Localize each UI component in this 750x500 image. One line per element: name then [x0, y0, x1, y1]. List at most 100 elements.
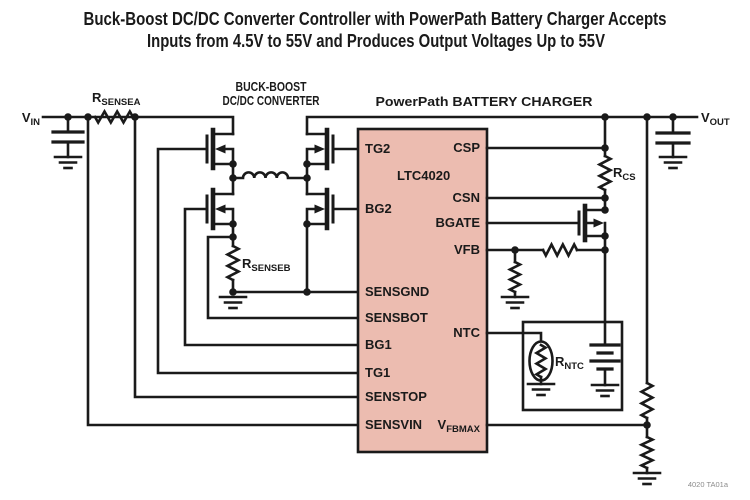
mosfet-c [305, 127, 335, 171]
bg1-wire [183, 207, 360, 347]
rcs-resistor [596, 154, 614, 192]
junction-dot [84, 113, 92, 121]
vfb-series-resistor [541, 241, 579, 259]
junction-dot [601, 206, 609, 214]
mosfet-d [305, 187, 335, 231]
junction-dot [229, 160, 237, 168]
pin-label-sensgnd: SENSGND [365, 284, 429, 299]
ground-symbols [53, 155, 688, 486]
rsensea-label: RSENSEA [92, 90, 141, 108]
tg1-wire [156, 147, 360, 375]
rsenseb-label: RSENSEB [242, 256, 291, 274]
left-routing [86, 115, 360, 427]
mosfet-d-body-arrow [314, 204, 325, 214]
converter-section-label-line2: DC/DC CONVERTER [223, 93, 320, 108]
pin-label-csp: CSP [453, 140, 480, 155]
mosfet-b [205, 187, 235, 231]
ground-symbol [632, 471, 662, 486]
vout-rail-wire [305, 115, 699, 136]
input-stage: RSENSEA VIN [22, 90, 235, 159]
pin-label-vfbmax: VFBMAX [438, 417, 481, 435]
junction-dot [643, 421, 651, 429]
junction-dot [303, 220, 311, 228]
junction-dots [64, 113, 677, 429]
ground-symbol [590, 383, 620, 398]
title-line-1: Buck-Boost DC/DC Converter Controller wi… [84, 8, 667, 29]
junction-dot [643, 113, 651, 121]
pin-label-senstop: SENSTOP [365, 389, 427, 404]
junction-dot [669, 113, 677, 121]
title-line-2: Inputs from 4.5V to 55V and Produces Out… [147, 30, 606, 51]
mosfet-e-stubs [583, 208, 607, 238]
inductor [231, 171, 309, 180]
pin-label-bg1: BG1 [365, 337, 392, 352]
vfb-divider-resistor [507, 260, 523, 294]
pin-label-bgate: BGATE [435, 215, 480, 230]
pin-label-vfb: VFB [454, 242, 480, 257]
rsensea-resistor [93, 108, 135, 126]
output-capacitor [655, 115, 691, 159]
converter-section-label-line1: BUCK-BOOST [236, 79, 307, 94]
ground-symbol [658, 155, 688, 170]
junction-dot [601, 246, 609, 254]
title-block: Buck-Boost DC/DC Converter Controller wi… [84, 8, 667, 51]
pin-label-ntc: NTC [453, 325, 480, 340]
junction-dot [303, 288, 311, 296]
charger-section-label: PowerPath BATTERY CHARGER [376, 94, 594, 109]
mosfet-b-body-arrow [215, 204, 226, 214]
battery-pack-box [521, 320, 624, 412]
mosfet-e [577, 203, 607, 243]
ntc-wire [485, 331, 543, 343]
chip-left-pin-labels: TG2 BG2 SENSGND SENSBOT BG1 TG1 SENSTOP … [365, 141, 429, 432]
chip-right-pin-labels: CSP CSN BGATE VFB NTC VFBMAX [435, 140, 480, 435]
pin-label-sensbot: SENSBOT [365, 310, 428, 325]
rcs-label: RCS [613, 165, 636, 183]
sensbot-wire [206, 235, 360, 320]
junction-dot [601, 113, 609, 121]
ground-symbol [500, 295, 530, 310]
buck-boost-bridge: RSENSEB [205, 115, 699, 294]
vin-label: VIN [22, 110, 40, 128]
junction-dot [131, 113, 139, 121]
ground-symbol [218, 295, 248, 310]
pin-label-csn: CSN [453, 190, 480, 205]
pin-label-tg1: TG1 [365, 365, 390, 380]
ground-symbol [53, 155, 83, 170]
junction-dot [511, 246, 519, 254]
junction-dot [229, 174, 237, 182]
output-divider-bottom-resistor [638, 435, 656, 470]
figure-note: 4020 TA01a [688, 480, 729, 489]
ntc-thermistor [528, 340, 554, 386]
thermistor-element [533, 343, 549, 379]
chip-body [356, 127, 489, 454]
output-divider-top-resistor [638, 381, 656, 420]
pin-label-bg2: BG2 [365, 201, 392, 216]
battery-symbol [589, 343, 621, 387]
mosfet-c-body-arrow [314, 144, 325, 154]
junction-dot [229, 220, 237, 228]
input-capacitor [51, 115, 85, 159]
mosfet-a [205, 127, 235, 171]
ground-symbol [526, 382, 556, 397]
junction-dot [229, 288, 237, 296]
senstop-wire [133, 115, 360, 399]
junction-dot [64, 113, 72, 121]
chip-name: LTC4020 [397, 168, 450, 183]
vout-label: VOUT [701, 110, 730, 128]
pin-label-tg2: TG2 [365, 141, 390, 156]
section-labels: BUCK-BOOST DC/DC CONVERTER PowerPath BAT… [223, 79, 594, 109]
junction-dot [229, 233, 237, 241]
rsenseb-resistor [224, 244, 242, 282]
junction-dot [601, 194, 609, 202]
mosfet-e-body-arrow [593, 218, 604, 228]
sensvin-wire [86, 115, 360, 427]
mosfet-a-body-arrow [215, 144, 226, 154]
junction-dot [303, 160, 311, 168]
rntc-label: RNTC [555, 354, 584, 372]
junction-dot [303, 174, 311, 182]
pin-label-sensvin: SENSVIN [365, 417, 422, 432]
junction-dot [601, 144, 609, 152]
ic-ltc4020: LTC4020 TG2 BG2 SENSGND SENSBOT BG1 TG1 … [356, 127, 489, 454]
